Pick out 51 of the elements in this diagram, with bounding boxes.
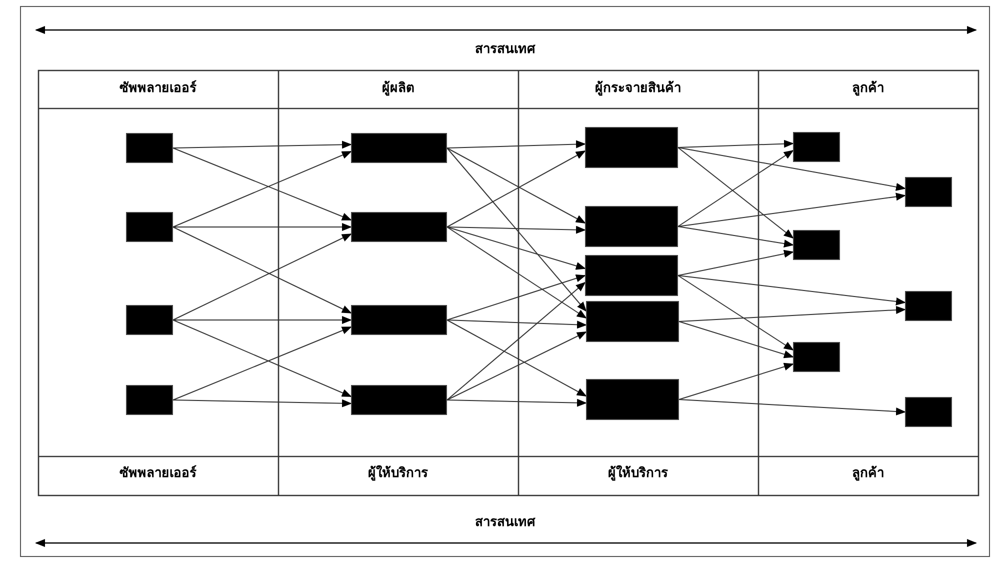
arrow bbox=[172, 140, 352, 149]
filled-box bbox=[793, 342, 840, 372]
filled-box bbox=[351, 385, 447, 415]
arrow bbox=[678, 226, 794, 248]
arrow bbox=[172, 223, 352, 231]
arrow bbox=[446, 226, 587, 319]
filled-box bbox=[126, 385, 173, 415]
arrow bbox=[446, 282, 586, 400]
filled-box bbox=[586, 301, 679, 342]
arrow bbox=[678, 147, 906, 191]
arrow bbox=[678, 362, 794, 400]
arrow bbox=[172, 399, 352, 408]
arrow bbox=[678, 399, 906, 416]
filled-box bbox=[585, 127, 678, 168]
filled-box bbox=[585, 206, 678, 247]
filled-box bbox=[586, 379, 679, 420]
arrow bbox=[678, 147, 794, 239]
filled-box bbox=[905, 177, 952, 207]
arrow bbox=[678, 150, 794, 227]
arrow bbox=[678, 275, 906, 306]
filled-box bbox=[905, 291, 952, 321]
arrow bbox=[446, 226, 586, 270]
filled-box bbox=[905, 397, 952, 427]
arrow bbox=[678, 250, 794, 276]
arrow bbox=[678, 306, 906, 322]
filled-box bbox=[793, 230, 840, 260]
arrow bbox=[446, 148, 587, 312]
arrow bbox=[446, 398, 587, 407]
arrow bbox=[678, 140, 794, 148]
filled-box bbox=[126, 133, 173, 163]
arrow bbox=[446, 226, 586, 234]
column-header: ซัพพลายเออร์ bbox=[120, 81, 196, 97]
arrow bbox=[446, 320, 587, 396]
arrow bbox=[446, 332, 587, 400]
column-footer: ซัพพลายเออร์ bbox=[120, 466, 196, 482]
arrow bbox=[172, 316, 352, 324]
info-label: สารสนเทศ bbox=[475, 42, 535, 58]
arrow bbox=[678, 192, 906, 227]
arrow bbox=[678, 321, 794, 358]
arrow bbox=[678, 275, 794, 351]
filled-box bbox=[585, 255, 678, 296]
filled-box bbox=[351, 305, 447, 335]
filled-box bbox=[126, 212, 173, 242]
filled-box bbox=[351, 212, 447, 242]
info-label: สารสนเทศ bbox=[475, 515, 535, 531]
filled-box bbox=[126, 305, 173, 335]
arrow bbox=[446, 274, 586, 320]
arrow bbox=[446, 320, 587, 329]
filled-box bbox=[793, 132, 840, 162]
filled-box bbox=[351, 133, 447, 163]
arrow bbox=[446, 140, 586, 148]
